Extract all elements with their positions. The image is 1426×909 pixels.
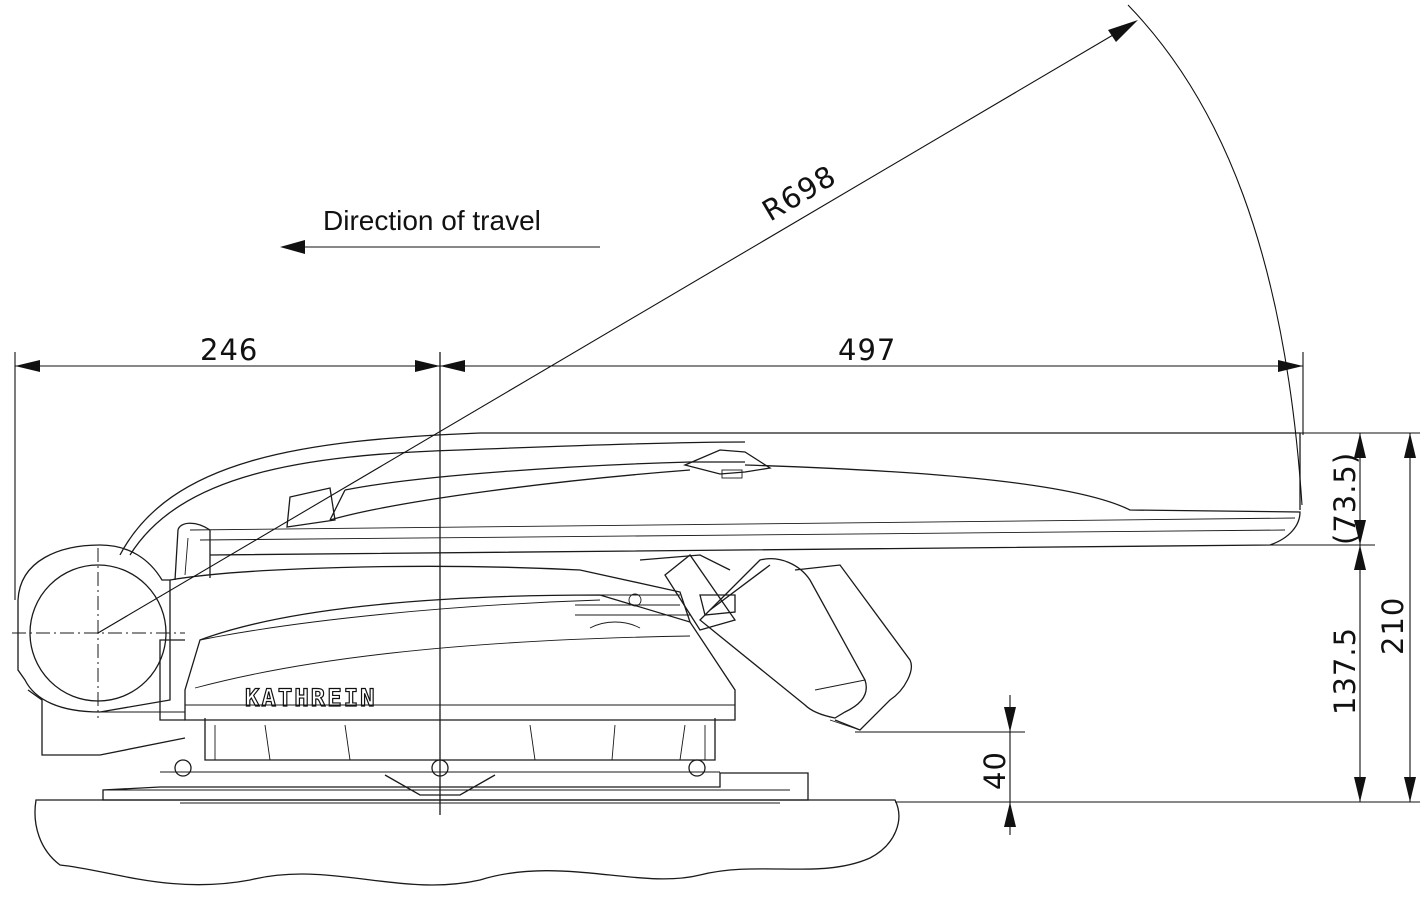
radius-dimension: R698: [97, 4, 1303, 634]
svg-text:497: 497: [838, 333, 896, 367]
svg-text:246: 246: [200, 333, 258, 367]
vertical-dimensions: (73.5) 137.5 210 40: [855, 432, 1420, 835]
pivot-hinge: [12, 544, 186, 756]
svg-text:210: 210: [1376, 597, 1410, 655]
direction-of-travel: Direction of travel: [280, 205, 600, 254]
horizontal-dimensions: 246 497: [14, 333, 1304, 600]
svg-text:(73.5): (73.5): [1328, 452, 1362, 545]
mounting-plate: [102, 759, 809, 804]
roof-surface: [34, 799, 900, 886]
lnb-arm: [639, 554, 912, 731]
housing: [159, 565, 736, 721]
brand-logo: KATHREIN: [245, 684, 377, 712]
svg-text:40: 40: [978, 751, 1012, 790]
svg-text:R698: R698: [756, 158, 842, 228]
reflector-dish: [119, 432, 1301, 581]
svg-text:137.5: 137.5: [1328, 627, 1362, 715]
base-ribs: [204, 718, 716, 761]
svg-text:Direction of travel: Direction of travel: [323, 205, 541, 236]
